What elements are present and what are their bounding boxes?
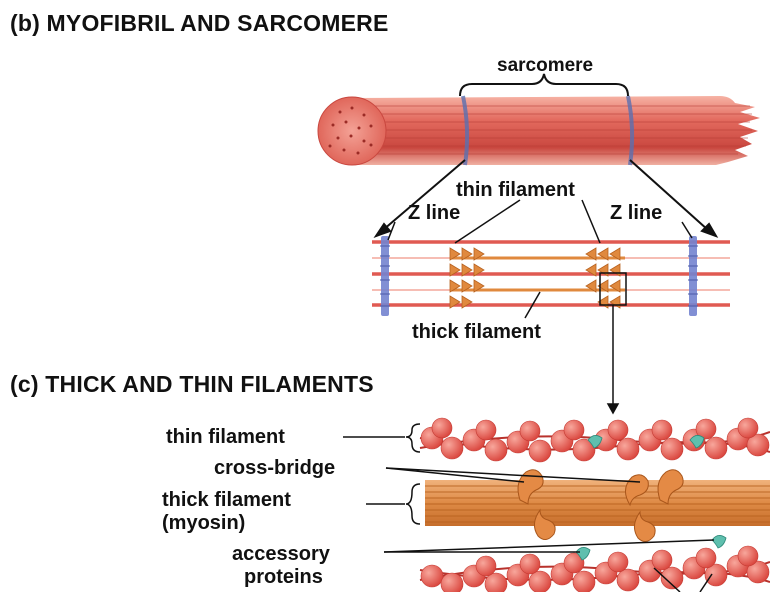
myofibril-cylinder (318, 96, 760, 165)
sarcomere-label: sarcomere (497, 56, 593, 75)
accessory-label: accessory (232, 544, 330, 564)
thin-filament-label-c: thin filament (166, 427, 285, 447)
thick-filament-middle (425, 470, 770, 542)
thick-filament-label-c: thick filament (162, 490, 291, 510)
panel-c-title: (c) THICK AND THIN FILAMENTS (10, 373, 374, 396)
thick-filament-label-b: thick filament (412, 322, 541, 342)
cross-bridge-label: cross-bridge (214, 458, 335, 478)
proteins-label: proteins (244, 567, 323, 587)
sarcomere-brace (460, 74, 628, 96)
panel-b-title: (b) MYOFIBRIL AND SARCOMERE (10, 12, 389, 35)
inset-arrow (608, 305, 618, 413)
thin-filament-label-b: thin filament (456, 180, 575, 200)
myosin-label: (myosin) (162, 513, 245, 533)
z-line-right-label: Z line (610, 203, 662, 223)
z-line-left-label: Z line (408, 203, 460, 223)
sarcomere-detail (372, 236, 730, 316)
thin-filament-top (420, 418, 770, 462)
